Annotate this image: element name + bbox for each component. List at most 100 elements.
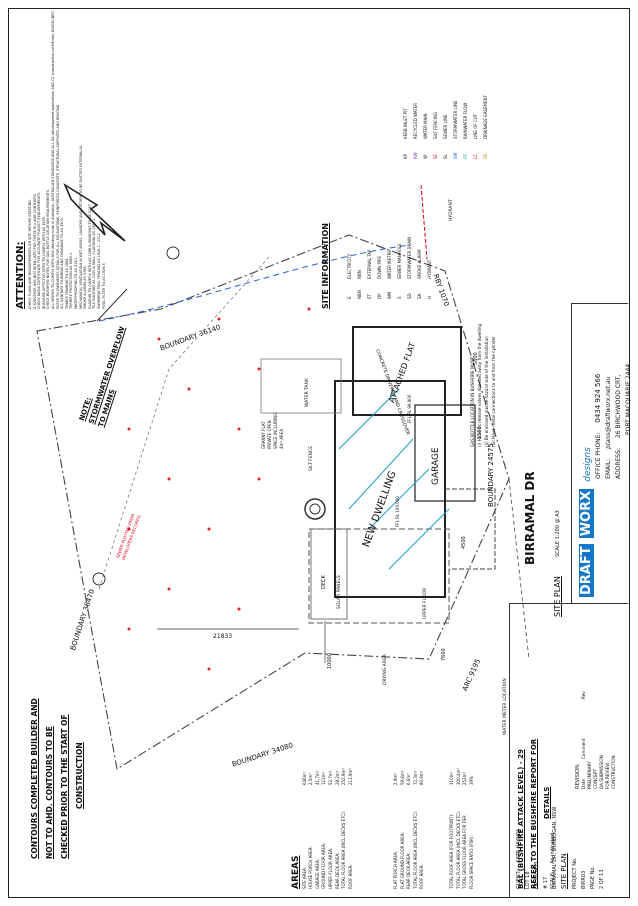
legend-item: ETEXTERNAL TAP bbox=[367, 249, 372, 299]
legend-item: SASMOKE ALARM bbox=[417, 249, 422, 299]
legend-item: SFSILT FENCING bbox=[433, 112, 438, 159]
drawing-sheet: ATTENTION: CHECK PLANS AND MEASUREMENTS … bbox=[8, 8, 632, 898]
legend-item: DPDOWN PIPE bbox=[377, 256, 382, 299]
attention-list: CHECK PLANS AND MEASUREMENTS ON SITE BEF… bbox=[28, 9, 106, 309]
rainwater-flow bbox=[338, 388, 450, 570]
revision-row: CONSTRUCTION bbox=[611, 755, 616, 789]
hydrant-label: HYDRANT bbox=[449, 199, 454, 221]
attention-title: ATTENTION: bbox=[15, 241, 26, 309]
granny-flat-label: GRANNY FLAT PRIVATE OPEN SPACE INCLUDING… bbox=[261, 412, 284, 449]
drying-area-label: DRYING AREA bbox=[383, 654, 388, 685]
dimension-4500-label: 4500 bbox=[461, 536, 467, 549]
contours-note: CONTOURS COMPLETED BUILDER AND NOT TO AH… bbox=[30, 698, 84, 859]
site-plan-drawing bbox=[36, 182, 530, 770]
water-tank-label: WATER TANK bbox=[305, 378, 310, 407]
legend-item: KPKERB INLET PIT bbox=[403, 108, 408, 159]
areas-row: TOTAL GROSS FLOOR AREA FOR FSR:252m² bbox=[462, 771, 468, 889]
bal-caption: BAL (BUSHFIRE ATTACK LEVEL) - 29 REFER T… bbox=[515, 669, 554, 889]
garage-outline bbox=[414, 404, 476, 502]
areas-title: AREAS bbox=[291, 855, 301, 890]
dimension-1500-label: 1500 bbox=[477, 426, 483, 439]
areas-row: TOTAL ROOF AREA (FOR FOOTPRINT):310m² bbox=[449, 771, 454, 889]
sewer-line bbox=[98, 256, 270, 590]
upper-floor-outline bbox=[308, 528, 450, 624]
gas-note-line: (i) Have its release valves directed awa… bbox=[477, 323, 482, 447]
project-no-label: PROJECT No. bbox=[572, 857, 578, 890]
bal-line: DETAILS bbox=[543, 786, 551, 819]
areas-table-2: FLAT PORCH AREA:2.9m² FLAT GROUND FLOOR … bbox=[393, 739, 426, 889]
attention-line: ALL WORKS TO COMPLY WITH BCA (Building c… bbox=[50, 10, 55, 309]
title-block-project: PROJECT No. BIRR03 PAGE No. 2 OF 13 bbox=[571, 789, 607, 890]
legend-item: SDSTORMWATER DRAIN bbox=[407, 236, 412, 299]
sheet-title: SITE PLAN bbox=[560, 853, 568, 889]
attention-line: POOL FILTER TO AS 1926.3 bbox=[101, 263, 106, 309]
areas-row: FLAT GROUND FLOOR AREA:59.6m² bbox=[399, 770, 405, 889]
areas-row: TOTAL FLOOR AREA (INCL DECKS ETC):252.9m… bbox=[341, 768, 347, 889]
address-value-1: 26 BIRCHWOOD CRT, bbox=[615, 374, 622, 439]
areas-table: AREAS SITE AREA:646m² HOUSE PORCH AREA:2… bbox=[291, 739, 354, 890]
attention-panel: ATTENTION: CHECK PLANS AND MEASUREMENTS … bbox=[15, 10, 106, 309]
company-logo: DRAFT WORX designs bbox=[575, 447, 594, 597]
project-no: BIRR03 bbox=[581, 870, 587, 889]
lot-boundary bbox=[36, 234, 510, 770]
survey-points bbox=[127, 307, 311, 671]
legend-item: DEDRAINAGE EASEMENT bbox=[483, 95, 488, 159]
areas-row: UPPER FLOOR AREA:52.7m² bbox=[327, 770, 333, 889]
areas-row: ROOF AREA:80.6m² bbox=[419, 770, 425, 889]
street-name: BIRRAMAL DR bbox=[523, 471, 537, 565]
dimension-10000-label: 10000 bbox=[327, 653, 333, 669]
logo-designs: designs bbox=[583, 447, 593, 482]
areas-row: TOTAL FLOOR AREA (INCL DECKS ETC):72.3m² bbox=[412, 770, 418, 889]
logo-draft: DRAFT bbox=[579, 544, 594, 597]
areas-row: SITE AREA:646m² bbox=[301, 771, 307, 889]
title-block-revision: REVISION: DateCommentRev PRELIMINARY CON… bbox=[575, 669, 617, 789]
ffl-main-label: FFL RL 100.000 bbox=[395, 496, 400, 527]
address-label: ADDRESS: bbox=[615, 448, 622, 479]
boundary-right-label: BOUNDARY 24575 bbox=[487, 443, 495, 507]
water-line bbox=[420, 184, 428, 260]
stormwater-line bbox=[98, 244, 410, 322]
bal-line: BAL (BUSHFIRE ATTACK LEVEL) - 29 bbox=[517, 749, 525, 889]
deck-label: DECK bbox=[321, 575, 327, 589]
ffl-flat-label: FFL RL 99.900 bbox=[407, 394, 412, 423]
attached-flat-outline bbox=[352, 326, 462, 416]
gas-bottle-note: GAS BOTTLE LOCATION IN BUSHFIRE MUST: (i… bbox=[469, 287, 497, 447]
legend-item: WMWATER METRE bbox=[387, 250, 392, 299]
dimension-21833-label: 21833 bbox=[213, 633, 233, 640]
areas-row: FLOOR SPACE RATIO (FSR):39% bbox=[468, 776, 474, 889]
garage-label: GARAGE bbox=[431, 447, 441, 485]
driveway bbox=[445, 488, 496, 570]
site-plan-scale: SCALE 1:200 @ A3 bbox=[555, 510, 561, 557]
page-no: 2 OF 13 bbox=[599, 869, 605, 889]
areas-row: FLAT PORCH AREA:2.9m² bbox=[393, 773, 398, 889]
areas-row: REAR DECK AREA:28.2m² bbox=[334, 770, 340, 889]
legend-col-2: KPKERB INLET PIT RWRECYCLED WATER WWATER… bbox=[401, 19, 491, 159]
sewer-manhole-left bbox=[92, 572, 106, 586]
sewer-manhole bbox=[166, 246, 180, 260]
site-information-title: SITE INFORMATION bbox=[321, 222, 330, 309]
page-no-label: PAGE No. bbox=[590, 866, 596, 889]
legend-item: RWRECYCLED WATER bbox=[413, 102, 418, 159]
areas-row: GROUND FLOOR AREA:123m² bbox=[321, 771, 327, 889]
areas-row: HOUSE PORCH AREA:2.5m² bbox=[308, 773, 314, 889]
email-label: EMAIL: bbox=[605, 458, 612, 479]
legend-item: SLSEWER LINE bbox=[443, 114, 448, 159]
legend-item: SSEWER MANHOLE bbox=[397, 243, 402, 299]
legend-item: NBNNBN bbox=[357, 270, 362, 299]
logo-worx: WORX bbox=[579, 488, 594, 539]
circular-tank bbox=[304, 498, 326, 520]
stormwater-arrow bbox=[96, 288, 128, 322]
deck-outline bbox=[310, 528, 348, 620]
address-value-2: PORT MACQUARIE 2444 bbox=[625, 363, 632, 435]
water-meter-label: WATER METER LOCATION bbox=[503, 678, 508, 735]
areas-row: GARAGE AREA:41.7m² bbox=[314, 770, 320, 889]
gas-note-line: (ii) Be enclosed on the hazard side of t… bbox=[484, 336, 489, 447]
legend-item: RFRAINWATER FLOW bbox=[463, 102, 468, 159]
areas-row: REAR DECK AREA:6.6m² bbox=[406, 773, 412, 889]
phone-value: 0434 924 566 bbox=[594, 373, 602, 423]
areas-table-3: TOTAL ROOF AREA (FOR FOOTPRINT):310m² TO… bbox=[449, 739, 475, 889]
phone-label: OFFICE PHONE: bbox=[595, 432, 602, 479]
water-tank-area bbox=[260, 358, 342, 414]
legend-item: WWATER MAIN bbox=[423, 113, 428, 159]
areas-row: TOTAL FLOOR AREA (INCL DECKS ETC):300.4m… bbox=[455, 768, 461, 889]
